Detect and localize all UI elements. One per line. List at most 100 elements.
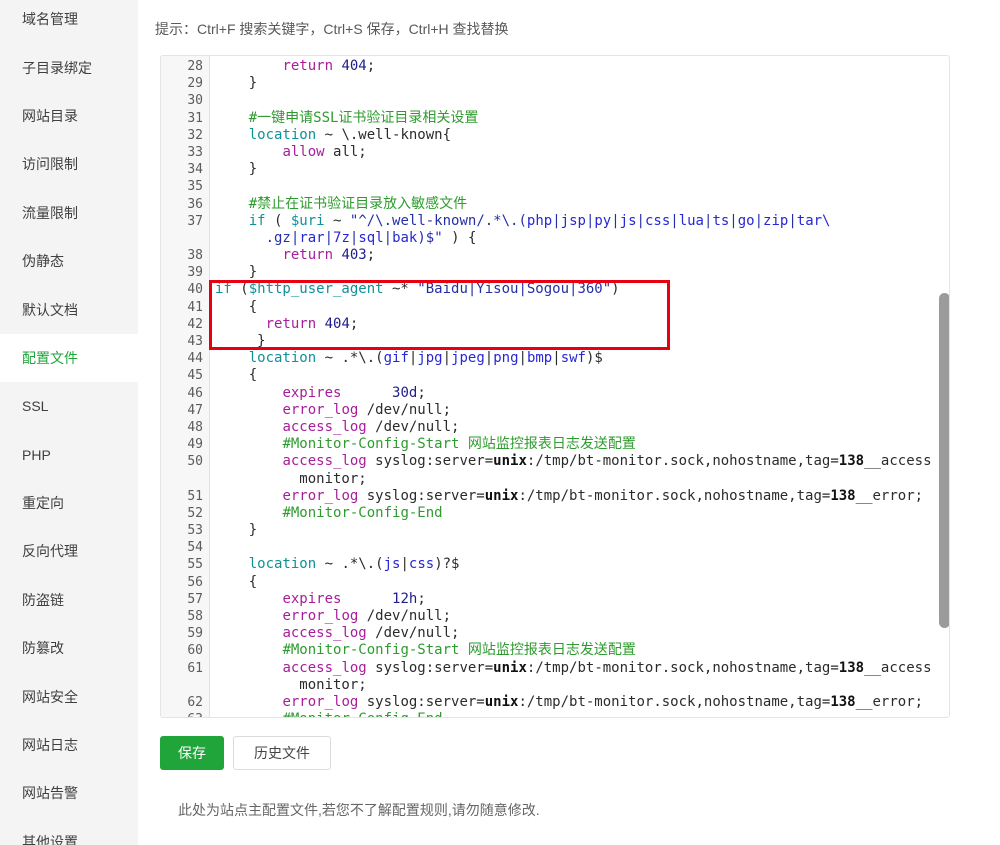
- code-line[interactable]: 60 #Monitor-Config-Start 网站监控报表日志发送配置: [161, 642, 937, 659]
- line-number-gutter: [161, 56, 210, 717]
- code-line[interactable]: 44 location ~ .*\.(gif|jpg|jpeg|png|bmp|…: [161, 350, 937, 367]
- code-line[interactable]: 58 error_log /dev/null;: [161, 608, 937, 625]
- line-number: 37: [187, 213, 203, 229]
- code-line[interactable]: 53 }: [161, 522, 937, 539]
- code-text: return 404;: [265, 315, 359, 332]
- code-text: allow all;: [282, 143, 367, 160]
- sidebar-item-default-doc[interactable]: 默认文档: [22, 301, 78, 318]
- code-line[interactable]: 63 #Monitor-Config-End: [161, 711, 937, 717]
- line-number: [161, 471, 211, 488]
- line-number: 30: [187, 93, 203, 109]
- code-line[interactable]: 45 {: [161, 367, 937, 384]
- line-number: 58: [187, 609, 203, 624]
- sidebar-item-site-alert[interactable]: 网站告警: [22, 785, 78, 802]
- sidebar-item-anti-hotlink[interactable]: 防盗链: [22, 591, 64, 608]
- line-number: [161, 230, 211, 247]
- code-text: return 403;: [282, 247, 376, 264]
- code-line[interactable]: 37 if ( $uri ~ "^/\.well-known/.*\.(php|…: [161, 213, 937, 230]
- code-line[interactable]: 56 {: [161, 574, 937, 591]
- sidebar-item-traffic-limit[interactable]: 流量限制: [22, 204, 78, 221]
- line-number: 56: [187, 574, 203, 590]
- code-line[interactable]: 59 access_log /dev/null;: [161, 625, 937, 642]
- line-number: 59: [187, 626, 203, 642]
- sidebar-item-subdir-bind[interactable]: 子目录绑定: [22, 59, 92, 76]
- sidebar-item-site-security[interactable]: 网站安全: [22, 688, 78, 705]
- code-line[interactable]: 46 expires 30d;: [161, 385, 937, 402]
- line-number: 44: [187, 351, 203, 367]
- line-number: 39: [187, 265, 203, 281]
- code-line[interactable]: 49 #Monitor-Config-Start 网站监控报表日志发送配置: [161, 436, 937, 453]
- code-line[interactable]: 36 #禁止在证书验证目录放入敏感文件: [161, 196, 937, 213]
- line-number: 60: [187, 643, 203, 659]
- line-number: 41: [187, 299, 203, 315]
- code-text: {: [215, 573, 258, 590]
- sidebar-item-domain[interactable]: 域名管理: [22, 11, 78, 28]
- code-line[interactable]: 33 allow all;: [161, 144, 937, 161]
- code-line[interactable]: 31 #一键申请SSL证书验证目录相关设置: [161, 110, 937, 127]
- code-text: location ~ .*\.(gif|jpg|jpeg|png|bmp|swf…: [248, 350, 603, 367]
- editor-scrollbar-thumb[interactable]: [939, 293, 949, 628]
- code-text: }: [215, 333, 266, 349]
- line-number: 55: [187, 557, 203, 573]
- sidebar-item-tamper-proof[interactable]: 防篡改: [22, 640, 64, 657]
- code-line[interactable]: 34 }: [161, 161, 937, 178]
- code-line[interactable]: 38 return 403;: [161, 247, 937, 264]
- code-text: if ( $uri ~ "^/\.well-known/.*\.(php|jsp…: [248, 212, 831, 229]
- code-line[interactable]: 48 access_log /dev/null;: [161, 419, 937, 436]
- sidebar-item-site-dir[interactable]: 网站目录: [22, 107, 78, 124]
- line-number: 38: [187, 248, 203, 264]
- code-line[interactable]: 43 }: [161, 333, 937, 350]
- code-line[interactable]: 30: [161, 92, 937, 109]
- line-number: 36: [187, 196, 203, 212]
- code-line[interactable]: monitor;: [161, 471, 937, 488]
- code-text: error_log syslog:server=unix:/tmp/bt-mon…: [282, 487, 924, 504]
- editor-hint: 提示：Ctrl+F 搜索关键字，Ctrl+S 保存，Ctrl+H 查找替换: [155, 21, 509, 37]
- code-line[interactable]: 57 expires 12h;: [161, 591, 937, 608]
- line-number: 61: [187, 660, 203, 676]
- line-number: 53: [187, 523, 203, 539]
- sidebar-item-ssl[interactable]: SSL: [22, 398, 49, 415]
- code-text: .gz|rar|7z|sql|bak)$" ) {: [265, 229, 477, 246]
- code-line[interactable]: 29 }: [161, 75, 937, 92]
- code-line[interactable]: 55 location ~ .*\.(js|css)?$: [161, 556, 937, 573]
- code-line[interactable]: 47 error_log /dev/null;: [161, 402, 937, 419]
- code-line[interactable]: 54: [161, 539, 937, 556]
- code-line[interactable]: monitor;: [161, 677, 937, 694]
- code-line[interactable]: 35: [161, 178, 937, 195]
- sidebar-item-config-file[interactable]: 配置文件: [0, 333, 138, 383]
- sidebar-item-site-log[interactable]: 网站日志: [22, 737, 78, 754]
- line-number: 51: [187, 488, 203, 504]
- code-line[interactable]: 39 }: [161, 264, 937, 281]
- code-line[interactable]: 51 error_log syslog:server=unix:/tmp/bt-…: [161, 488, 937, 505]
- code-line[interactable]: 32 location ~ \.well-known{: [161, 127, 937, 144]
- sidebar-item-redirect[interactable]: 重定向: [22, 495, 64, 512]
- code-text: error_log /dev/null;: [282, 401, 452, 418]
- code-line[interactable]: .gz|rar|7z|sql|bak)$" ) {: [161, 230, 937, 247]
- sidebar-item-rewrite[interactable]: 伪静态: [22, 253, 64, 270]
- code-text: expires 12h;: [282, 590, 426, 607]
- code-text: error_log /dev/null;: [282, 608, 452, 624]
- sidebar-item-reverse-proxy[interactable]: 反向代理: [22, 543, 78, 560]
- line-number: 40: [187, 282, 203, 298]
- code-line[interactable]: 61 access_log syslog:server=unix:/tmp/bt…: [161, 660, 937, 677]
- sidebar-item-access-limit[interactable]: 访问限制: [22, 156, 78, 173]
- sidebar-item-php[interactable]: PHP: [22, 446, 51, 463]
- save-button[interactable]: 保存: [160, 736, 224, 770]
- sidebar-item-other-settings[interactable]: 其他设置: [22, 833, 78, 845]
- code-line[interactable]: 42 return 404;: [161, 316, 937, 333]
- code-line[interactable]: 52 #Monitor-Config-End: [161, 505, 937, 522]
- code-text: #Monitor-Config-Start 网站监控报表日志发送配置: [282, 436, 636, 453]
- code-text: #Monitor-Config-Start 网站监控报表日志发送配置: [282, 642, 636, 659]
- history-files-button[interactable]: 历史文件: [233, 736, 331, 770]
- code-text: error_log syslog:server=unix:/tmp/bt-mon…: [282, 693, 924, 710]
- code-line[interactable]: 62 error_log syslog:server=unix:/tmp/bt-…: [161, 694, 937, 711]
- code-line[interactable]: 40 if ($http_user_agent ~* "Baidu|Yisou|S…: [161, 281, 937, 298]
- code-line[interactable]: 50 access_log syslog:server=unix:/tmp/bt…: [161, 453, 937, 470]
- code-line[interactable]: 41 {: [161, 299, 937, 316]
- code-line[interactable]: 28 return 404;: [161, 58, 937, 75]
- code-text: monitor;: [215, 470, 367, 487]
- code-text: if ($http_user_agent ~* "Baidu|Yisou|Sog…: [215, 281, 620, 298]
